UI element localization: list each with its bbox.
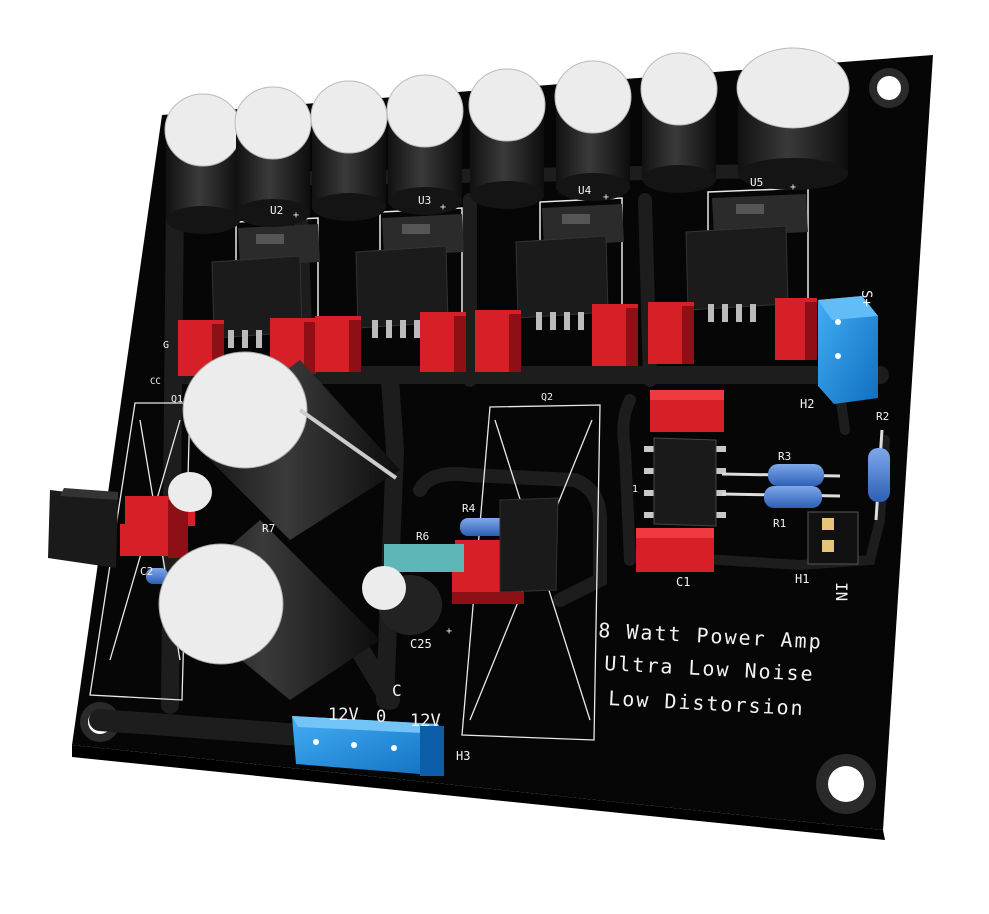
header-h1: [807, 511, 859, 565]
capacitor: [468, 68, 546, 209]
label-r3: R3: [778, 450, 791, 463]
capacitor: [386, 74, 464, 215]
label-u3: U3: [418, 194, 431, 207]
small-cap-left: [168, 472, 212, 512]
transistors: [48, 488, 559, 593]
label-plus-c25: +: [446, 626, 452, 637]
label-c2x: C2: [140, 565, 153, 578]
top-capacitors: [164, 47, 850, 234]
label-h3: H3: [456, 749, 470, 763]
label-h2: H2: [800, 397, 814, 411]
regulator-u4: [515, 204, 624, 330]
capacitor: [554, 60, 632, 201]
large-capacitors: [158, 351, 442, 700]
label-plus-u2: +: [293, 210, 299, 221]
label-s-plus: S+: [858, 290, 874, 307]
label-u4: U4: [578, 184, 592, 197]
label-u2: U2: [270, 204, 283, 217]
power-label-mid: 0: [376, 707, 386, 727]
smd-r-near-ic: [650, 390, 724, 432]
small-cap-c25: [362, 566, 442, 635]
label-u5: U5: [750, 176, 763, 189]
capacitor: [310, 80, 388, 221]
board-edge: [72, 745, 885, 840]
label-cc: CC: [150, 377, 161, 387]
label-q2: Q2: [541, 392, 553, 403]
resistor-r6: [384, 544, 464, 572]
label-r6: R6: [416, 530, 429, 543]
regulators: [211, 194, 808, 348]
power-label-left: 12V: [328, 705, 359, 725]
capacitor: [164, 93, 242, 234]
label-h1: H1: [795, 572, 809, 586]
label-ic-pin: 1: [632, 484, 638, 495]
label-r7: R7: [262, 522, 275, 535]
connector-h2: [818, 296, 878, 404]
label-c1: C1: [676, 575, 690, 589]
ic-dip8: [644, 437, 726, 527]
tht-resistors: [146, 429, 890, 584]
label-in: IN: [832, 582, 851, 601]
capacitor: [234, 86, 312, 227]
capacitor: [736, 47, 850, 190]
label-plus-u3: +: [440, 202, 446, 213]
label-g: G: [163, 340, 169, 351]
label-q1: Q1: [171, 394, 183, 405]
smd-left: [120, 496, 195, 558]
label-r1: R1: [773, 517, 786, 530]
power-label-right: 12V: [410, 711, 441, 731]
label-plus-u5: +: [790, 182, 796, 193]
smd-c1: [636, 528, 714, 572]
capacitor: [640, 52, 718, 193]
label-r2: R2: [876, 410, 889, 423]
regulator-u2: [211, 224, 320, 348]
label-c-mark: C: [392, 681, 402, 700]
label-plus-u4: +: [603, 192, 609, 203]
board-title: 8 Watt Power Amp Ultra Low Noise Low Dis…: [598, 618, 824, 720]
label-c25: C25: [410, 637, 432, 651]
regulator-u3: [355, 214, 464, 338]
label-r4: R4: [462, 502, 476, 515]
regulator-u5: [685, 194, 808, 322]
silk-labels: U2 U3 U4 U5 Q1 Q2 H1 H2 H3 R1 R2 R3 R4 R…: [140, 176, 889, 763]
connector-h3: [292, 716, 444, 776]
